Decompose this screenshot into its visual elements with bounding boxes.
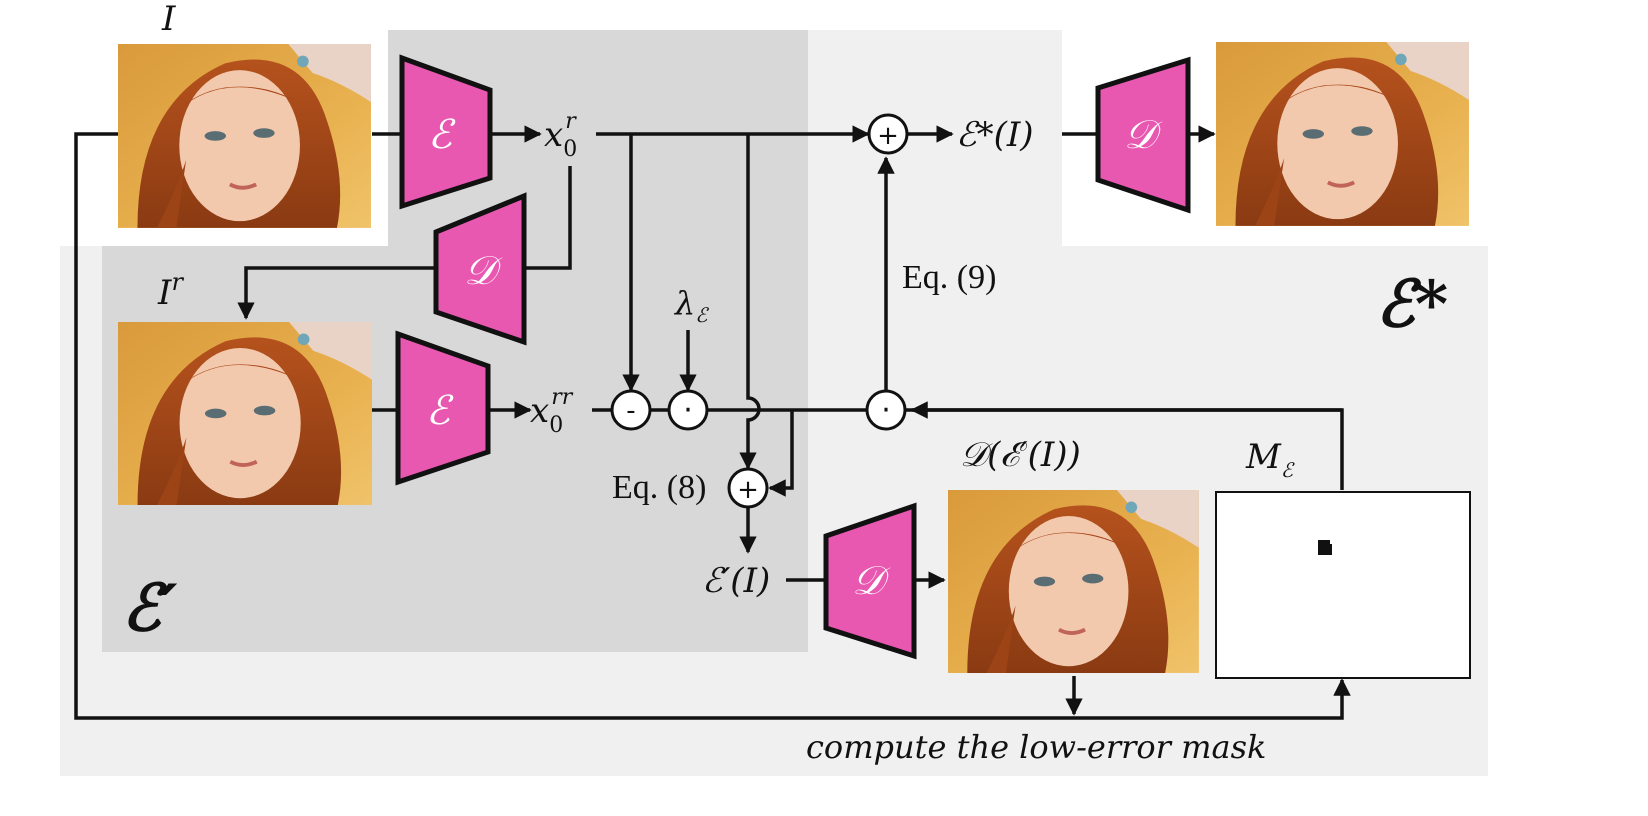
eq8-label: Eq. (8) [612, 469, 706, 506]
mask-label: Mℰ [1245, 437, 1295, 482]
decoder-block-top-right: 𝒟 [1095, 56, 1191, 214]
svg-text:·: · [683, 393, 693, 428]
encoder-symbol: ℰ [428, 112, 456, 158]
input-image [116, 42, 373, 230]
encoder-block-top: ℰ [399, 54, 493, 210]
plus-operator-eq8: + [727, 467, 769, 509]
dot-operator-lambda: · [667, 389, 709, 431]
svg-text:·: · [881, 393, 891, 428]
decoded-eprime-label: 𝒟(ℰ′(I)) [960, 435, 1081, 475]
mask-blob [1318, 540, 1332, 555]
eprime-I-label: ℰ′(I) [702, 561, 770, 601]
encoder-symbol: ℰ [426, 388, 454, 434]
plus-operator-top: + [867, 113, 909, 155]
low-error-mask [1215, 491, 1471, 679]
region-estar-label: ℰ* [1376, 267, 1448, 342]
eq9-label: Eq. (9) [902, 259, 996, 296]
input-image-label: I [161, 0, 176, 39]
svg-text:+: + [737, 475, 759, 505]
decoded-eprime-image [946, 488, 1201, 675]
x0rr-label: x0rr [530, 385, 574, 438]
minus-operator: - [610, 389, 652, 431]
svg-text:+: + [877, 121, 899, 151]
x0r-label: x0r [544, 109, 577, 162]
estar-I-label: ℰ*(I) [956, 115, 1034, 155]
compute-mask-label: compute the low-error mask [806, 728, 1266, 766]
svg-text:-: - [626, 396, 635, 426]
reconstructed-image [116, 320, 374, 507]
region-eprime-label: ℰ′ [122, 571, 178, 646]
wires [74, 125, 1351, 720]
decoder-block-bottom: 𝒟 [823, 502, 917, 660]
encoder-block-second: ℰ [395, 330, 491, 486]
output-image [1214, 40, 1471, 228]
recon-image-label: Ir [157, 268, 184, 313]
lambda-label: λℰ [673, 284, 709, 327]
dot-operator-mask: · [865, 389, 907, 431]
decoder-block-middle: 𝒟 [433, 192, 527, 346]
